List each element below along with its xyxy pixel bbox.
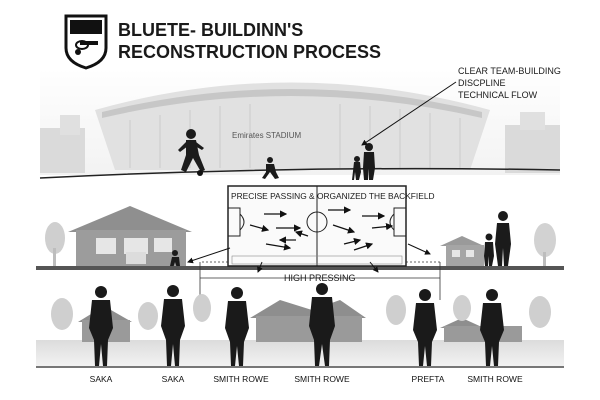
pitch-label: PRECISE PASSING & ORGANIZED THE BACKFIEL… — [231, 191, 435, 201]
player-silhouette-3 — [225, 287, 249, 366]
left-house — [68, 206, 192, 268]
top-ground-line — [39, 167, 561, 179]
player-label-3: SMITH ROWE — [213, 374, 269, 384]
player-silhouette-2 — [161, 285, 185, 366]
right-standing-player — [495, 211, 511, 266]
passing-arrows — [249, 206, 394, 251]
left-child-silhouette — [170, 250, 180, 268]
right-small-player — [484, 233, 494, 266]
player-silhouette-1 — [89, 286, 113, 366]
pressing-label: HIGH PRESSING — [284, 273, 356, 283]
annotation-line-3: TECHNICAL FLOW — [458, 90, 538, 100]
player-label-1: SAKA — [90, 374, 113, 384]
annotation-line-1: CLEAR TEAM-BUILDING — [458, 66, 561, 76]
player-label-6: SMITH ROWE — [467, 374, 523, 384]
striker-silhouette — [178, 129, 205, 176]
middle-ground — [36, 266, 564, 270]
right-house — [440, 236, 484, 267]
left-trees — [45, 222, 65, 268]
player-silhouette-5 — [413, 289, 437, 366]
title-line-2: RECONSTRUCTION PROCESS — [118, 42, 381, 62]
bottom-background — [36, 294, 564, 368]
child-player-silhouette — [262, 157, 279, 179]
annotation-line-2: DISCPLINE — [458, 78, 506, 88]
player-label-2: SAKA — [162, 374, 185, 384]
player-label-5: PREFTA — [412, 374, 445, 384]
tactical-pitch — [227, 185, 407, 267]
right-trees — [534, 223, 556, 268]
flank-arrows — [187, 243, 431, 273]
player-silhouette-4 — [309, 283, 335, 366]
player-labels: SAKA SAKA SMITH ROWE SMITH ROWE PREFTA S… — [90, 374, 523, 384]
title-line-1: BLUETE- BUILDINN'S — [118, 20, 303, 40]
bottom-ground-line — [36, 366, 564, 368]
annotation-pointer — [361, 81, 457, 146]
player-silhouette-6 — [480, 289, 504, 366]
annotation-block: CLEAR TEAM-BUILDING DISCPLINE TECHNICAL … — [361, 66, 561, 146]
crest-icon — [64, 14, 108, 70]
stadium-sign: Emirates STADIUM — [232, 131, 302, 140]
player-label-4: SMITH ROWE — [294, 374, 350, 384]
coach-with-child-silhouette — [352, 143, 375, 180]
